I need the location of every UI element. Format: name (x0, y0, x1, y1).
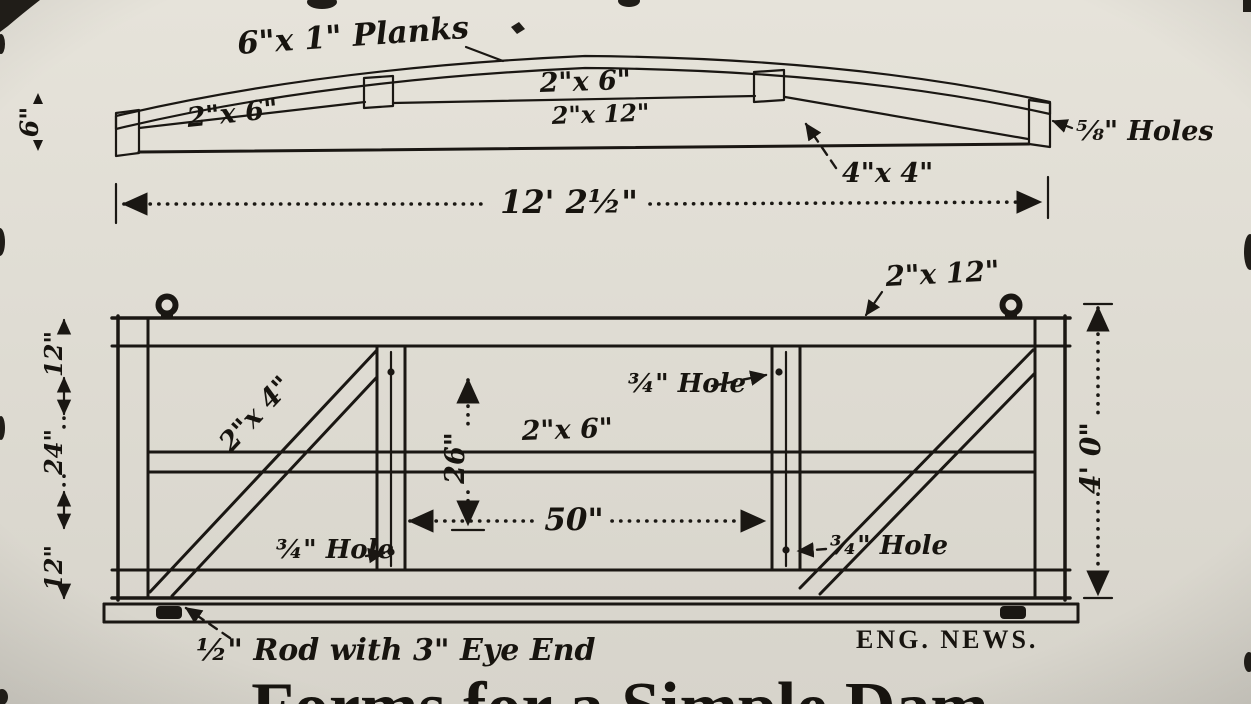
mid-member-label: 2"x 6" (538, 65, 631, 99)
eye-bolt-left-ring (155, 293, 179, 317)
top-plank-leader (864, 290, 884, 317)
left-margin-dims: 12" 24" 12" (39, 318, 72, 600)
artifact-left-edge-3 (0, 416, 5, 440)
eye-bolt-right (999, 293, 1023, 319)
left-brace-lower-line (170, 375, 379, 598)
artifact-speck-1 (511, 22, 525, 34)
bottom-chord-line (137, 142, 1031, 154)
depth-arrow-up (33, 93, 43, 104)
left-dim-middle-label: 24" (39, 429, 68, 476)
rod-note-label: ½" Rod with 3" Eye End (196, 633, 596, 668)
right-bay-member-line (783, 95, 1030, 141)
hole-upper-leader (710, 370, 768, 388)
artifact-left-edge-2 (0, 228, 5, 256)
caption-partial: Forms for a Simple Dam (251, 669, 989, 704)
height-dim: 4' 0" (1074, 302, 1114, 600)
hole-upper-label: ¾" Hole (628, 369, 746, 399)
right-brace-upper-line (798, 348, 1035, 590)
rod-note-leader (184, 606, 232, 640)
height-dim-label: 4' 0" (1074, 422, 1107, 494)
hole-lower-right-leader (796, 542, 828, 558)
end-holes-leader (1051, 119, 1074, 133)
planks-leader-line (464, 45, 505, 63)
hole-post2-top (775, 368, 783, 376)
hole-post1-top (387, 368, 395, 376)
dim50-label: 50" (544, 502, 603, 538)
left-brace-upper-line (148, 348, 379, 594)
right-end-timber (1027, 98, 1052, 149)
left-dim-top-label: 12" (39, 331, 68, 377)
hole-lower-right-label: ¾" Hole (830, 531, 948, 561)
hole-post2-bottom (782, 546, 790, 554)
eye-bolt-right-ring (999, 293, 1023, 317)
artifact-top-left-corner (0, 0, 40, 32)
eye-bolt-left (155, 293, 179, 319)
artifact-top-edge-2 (618, 0, 640, 7)
artifact-top-edge-1 (307, 0, 337, 9)
credit-text: ENG. NEWS. (856, 625, 1038, 654)
dim26-label: 26" (440, 432, 471, 485)
hole-lower-left-label: ¾" Hole (276, 535, 394, 565)
left-dim-bottom-label: 12" (39, 545, 68, 591)
hole-post1-bottom (387, 548, 395, 556)
artifact-top-right-corner (1243, 0, 1251, 12)
left-cleat-block (362, 74, 395, 110)
artifact-right-edge-2 (1244, 652, 1251, 672)
artifact-right-edge-1 (1244, 234, 1251, 270)
depth-dim-label: 6" (15, 107, 44, 137)
span-dim-label: 12' 2½" (500, 183, 638, 221)
right-cleat-block (752, 68, 786, 104)
left-bay-member-line (137, 100, 367, 130)
rod-eye-end-left (156, 606, 182, 619)
end-holes-label: ⅝" Holes (1076, 116, 1214, 147)
mid-rail-label: 2"x 6" (520, 413, 613, 447)
right-brace-lower-line (818, 371, 1037, 596)
stringer-label: 2"x 12" (550, 98, 650, 130)
post-leader-line (804, 122, 838, 170)
artifact-left-edge-1 (0, 34, 5, 54)
artifact-bottom-left (0, 689, 8, 704)
elevation-view: 2"x 12" 2"x 4" 2"x 6" ¾" Hole ¾" Hole ¾"… (39, 254, 1114, 668)
hole-lower-left-leader (364, 547, 386, 564)
mid-bay-member-line (391, 94, 757, 105)
depth-arrow-down (33, 140, 43, 151)
rod-eye-end-right (1000, 606, 1026, 619)
top-plank-label: 2"x 12" (884, 254, 1001, 293)
post-label: 4"x 4" (842, 158, 933, 189)
